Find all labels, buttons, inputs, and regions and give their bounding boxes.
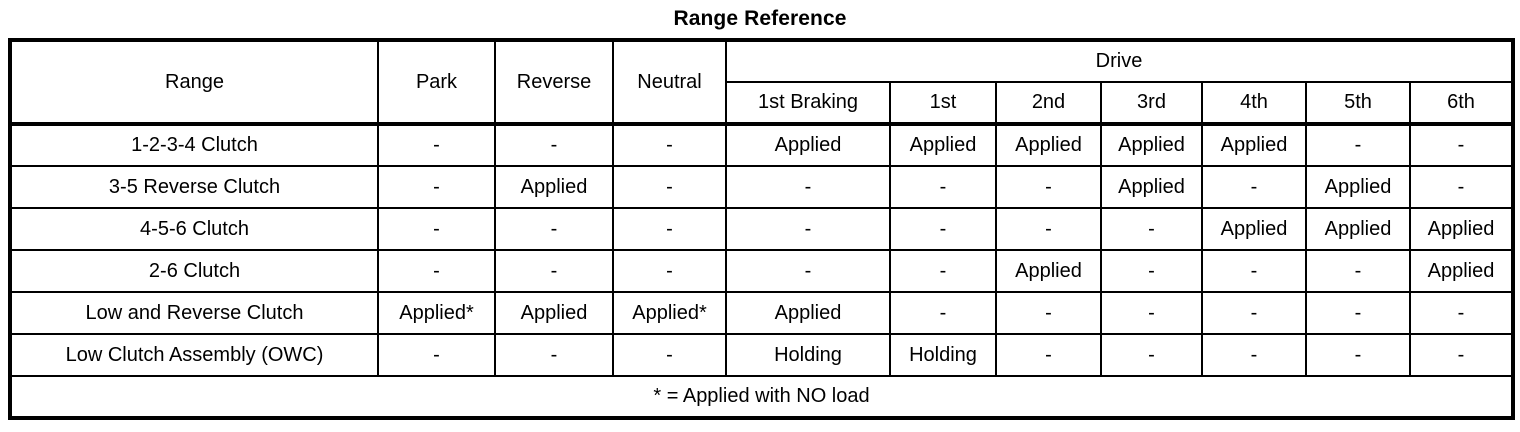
table-body: 1-2-3-4 Clutch - - - Applied Applied App… (8, 122, 1515, 419)
cell-4th: Applied (1201, 122, 1307, 167)
cell-neutral: - (612, 333, 727, 377)
cell-2nd: - (995, 207, 1102, 251)
cell-neutral: Applied* (612, 291, 727, 335)
header-row-drive-gears: 1st Braking 1st 2nd 3rd 4th 5th 6th (10, 81, 1515, 125)
cell-6th: Applied (1408, 207, 1515, 251)
cell-2nd: Applied (995, 122, 1102, 167)
column-header-4th: 4th (1201, 81, 1307, 125)
cell-reverse: - (494, 333, 614, 377)
cell-6th: Applied (1408, 249, 1515, 293)
cell-6th: - (1408, 122, 1515, 167)
cell-3rd: - (1100, 333, 1203, 377)
range-reference-table: Range Park Reverse Neutral Drive 1st Bra… (8, 38, 1516, 420)
cell-3rd: - (1100, 207, 1203, 251)
column-header-2nd: 2nd (995, 81, 1102, 125)
cell-1st: - (889, 291, 997, 335)
cell-park: - (377, 249, 496, 293)
cell-4th: Applied (1201, 207, 1307, 251)
cell-1st-braking: Applied (725, 291, 891, 335)
cell-park: Applied* (377, 291, 496, 335)
table-row: Low Clutch Assembly (OWC) - - - Holding … (9, 333, 1515, 377)
cell-4th: - (1201, 165, 1307, 209)
cell-reverse: - (494, 207, 614, 251)
cell-1st-braking: Holding (725, 333, 891, 377)
footnote-row: * = Applied with NO load (8, 375, 1515, 419)
table-row: Low and Reverse Clutch Applied* Applied … (9, 291, 1515, 335)
cell-1st: Holding (889, 333, 997, 377)
cell-1st-braking: Applied (725, 122, 891, 167)
cell-1st: - (889, 249, 997, 293)
cell-5th: - (1305, 249, 1411, 293)
cell-1st-braking: - (725, 165, 891, 209)
table-row: 2-6 Clutch - - - - - Applied - - - Appli… (9, 249, 1515, 293)
cell-4th: - (1201, 291, 1307, 335)
row-label: 2-6 Clutch (9, 249, 379, 293)
cell-reverse: Applied (494, 165, 614, 209)
cell-6th: - (1408, 165, 1515, 209)
column-header-1st-braking: 1st Braking (725, 81, 891, 125)
cell-3rd: - (1100, 291, 1203, 335)
cell-neutral: - (612, 122, 727, 167)
table-row: 1-2-3-4 Clutch - - - Applied Applied App… (9, 122, 1515, 167)
cell-2nd: Applied (995, 249, 1102, 293)
cell-park: - (377, 207, 496, 251)
cell-3rd: - (1100, 249, 1203, 293)
table-container: Range Park Reverse Neutral Drive 1st Bra… (0, 38, 1520, 420)
cell-5th: Applied (1305, 207, 1411, 251)
table-row: 4-5-6 Clutch - - - - - - - Applied Appli… (9, 207, 1515, 251)
cell-3rd: Applied (1100, 165, 1203, 209)
row-label: Low and Reverse Clutch (9, 291, 379, 335)
cell-2nd: - (995, 291, 1102, 335)
cell-reverse: - (494, 249, 614, 293)
column-header-3rd: 3rd (1100, 81, 1203, 125)
table-footnote: * = Applied with NO load (8, 375, 1515, 419)
cell-4th: - (1201, 333, 1307, 377)
cell-5th: - (1305, 291, 1411, 335)
cell-2nd: - (995, 165, 1102, 209)
page-title: Range Reference (673, 7, 847, 30)
cell-1st: - (889, 165, 997, 209)
cell-6th: - (1408, 333, 1515, 377)
column-header-1st: 1st (889, 81, 997, 125)
cell-5th: Applied (1305, 165, 1411, 209)
cell-1st-braking: - (725, 249, 891, 293)
row-label: 1-2-3-4 Clutch (9, 122, 379, 167)
row-label: Low Clutch Assembly (OWC) (9, 333, 379, 377)
column-header-5th: 5th (1305, 81, 1411, 125)
cell-park: - (377, 165, 496, 209)
table-row: 3-5 Reverse Clutch - Applied - - - - App… (9, 165, 1515, 209)
cell-reverse: - (494, 122, 614, 167)
cell-1st: - (889, 207, 997, 251)
table-header: Range Park Reverse Neutral Drive 1st Bra… (9, 39, 1515, 125)
row-label: 4-5-6 Clutch (9, 207, 379, 251)
cell-4th: - (1201, 249, 1307, 293)
cell-park: - (377, 333, 496, 377)
cell-1st-braking: - (725, 207, 891, 251)
column-header-park: Park (377, 39, 496, 125)
column-header-6th: 6th (1408, 81, 1515, 125)
column-header-range: Range (9, 39, 379, 125)
cell-3rd: Applied (1100, 122, 1203, 167)
cell-neutral: - (612, 249, 727, 293)
row-label: 3-5 Reverse Clutch (9, 165, 379, 209)
cell-5th: - (1305, 333, 1411, 377)
cell-neutral: - (612, 207, 727, 251)
cell-park: - (377, 122, 496, 167)
cell-1st: Applied (889, 122, 997, 167)
column-header-reverse: Reverse (494, 39, 614, 125)
cell-reverse: Applied (494, 291, 614, 335)
cell-6th: - (1408, 291, 1515, 335)
column-group-header-drive: Drive (724, 39, 1515, 83)
column-header-neutral: Neutral (612, 39, 727, 125)
cell-neutral: - (612, 165, 727, 209)
cell-5th: - (1305, 122, 1411, 167)
cell-2nd: - (995, 333, 1102, 377)
header-row-group: Range Park Reverse Neutral Drive (9, 39, 1515, 125)
